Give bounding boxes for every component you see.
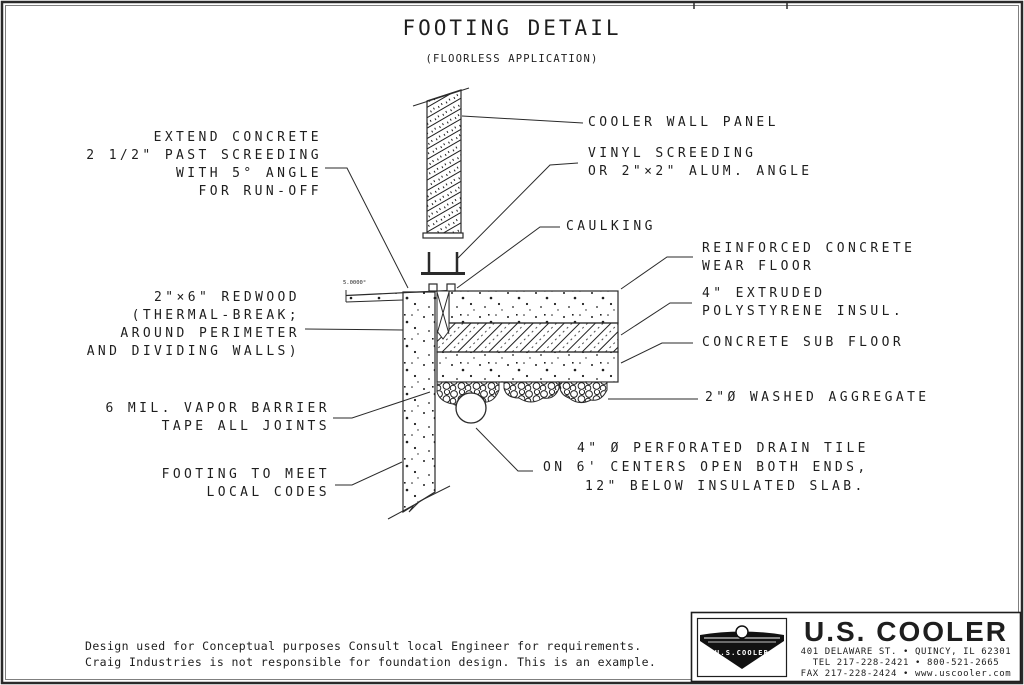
leader-wear-floor bbox=[620, 256, 693, 290]
callout-redwood: 2"×6" REDWOOD (THERMAL-BREAK; AROUND PER… bbox=[87, 289, 300, 361]
sub-floor-layer bbox=[436, 351, 619, 383]
callout-line: 2"×6" REDWOOD bbox=[154, 290, 300, 305]
caulk-bead-left bbox=[428, 283, 438, 292]
leader-caulking bbox=[456, 226, 560, 289]
logo-wordmark: U.S.COOLER bbox=[715, 649, 769, 657]
callout-line: EXTEND CONCRETE bbox=[153, 130, 322, 145]
callout-line: (THERMAL-BREAK; bbox=[131, 308, 300, 323]
leader-redwood bbox=[304, 328, 404, 331]
aggregate-blob bbox=[559, 381, 608, 404]
callout-vapor-barrier: 6 MIL. VAPOR BARRIER TAPE ALL JOINTS bbox=[105, 400, 330, 436]
redwood-cross-2 bbox=[436, 291, 450, 335]
company-fax: FAX 217-228-2424 • www.uscooler.com bbox=[800, 669, 1012, 679]
callout-aggregate: 2"Ø WASHED AGGREGATE bbox=[705, 389, 930, 407]
leader-footing-codes bbox=[335, 461, 403, 486]
wear-floor-layer bbox=[448, 290, 619, 324]
footing-wall bbox=[402, 291, 436, 514]
title-block: U.S.COOLER bbox=[690, 611, 1022, 683]
callout-line: OR 2"×2" ALUM. ANGLE bbox=[588, 164, 813, 179]
runoff-bottom-edge bbox=[345, 299, 404, 303]
leader-extend-concrete bbox=[325, 167, 409, 289]
panel-base-plate bbox=[422, 232, 464, 239]
callout-line: 4" EXTRUDED bbox=[702, 286, 826, 301]
callout-line: WITH 5° ANGLE bbox=[176, 166, 322, 181]
leader-wall-panel bbox=[461, 115, 584, 124]
sheet-border-inner bbox=[5, 5, 1019, 680]
leader-vinyl-screeding bbox=[457, 162, 579, 259]
callout-line: FOR RUN-OFF bbox=[198, 184, 322, 199]
company-phone: TEL 217-228-2421 • 800-521-2665 bbox=[812, 658, 1000, 668]
callout-vinyl-screeding: VINYL SCREEDING OR 2"×2" ALUM. ANGLE bbox=[588, 145, 813, 181]
aggregate-blob bbox=[503, 381, 560, 403]
disclaimer-line: Design used for Conceptual purposes Cons… bbox=[85, 639, 642, 653]
callout-line: FOOTING TO MEET bbox=[161, 467, 330, 482]
uscooler-wing-logo bbox=[700, 631, 784, 669]
callout-line: 6 MIL. VAPOR BARRIER bbox=[105, 401, 330, 416]
slope-dimension-note: 5.0000° bbox=[343, 280, 367, 286]
callout-drain-tile-line2: ON 6' CENTERS OPEN BOTH ENDS, bbox=[543, 460, 869, 475]
drain-tile-circle bbox=[455, 392, 487, 424]
detail-geometry bbox=[345, 87, 619, 520]
callout-line: CONCRETE SUB FLOOR bbox=[702, 335, 905, 350]
disclaimer: Design used for Conceptual purposes Cons… bbox=[85, 638, 656, 670]
callout-line: AND DIVIDING WALLS) bbox=[86, 344, 300, 359]
leader-drain-tile bbox=[475, 427, 533, 472]
company-name: U.S. COOLER bbox=[803, 616, 1008, 647]
disclaimer-line: Craig Industries is not responsible for … bbox=[85, 655, 657, 669]
callout-line: 2 1/2" PAST SCREEDING bbox=[86, 148, 322, 163]
callout-sub-floor: CONCRETE SUB FLOOR bbox=[702, 334, 904, 352]
footing-break-line bbox=[387, 485, 451, 520]
wall-panel-shape bbox=[426, 89, 462, 234]
callout-drain-tile-line1: 4" Ø PERFORATED DRAIN TILE bbox=[577, 441, 869, 456]
callout-extend-concrete: EXTEND CONCRETE 2 1/2" PAST SCREEDING WI… bbox=[86, 129, 322, 201]
leader-lines bbox=[304, 115, 698, 486]
callout-polystyrene: 4" EXTRUDED POLYSTYRENE INSUL. bbox=[702, 285, 904, 321]
callout-cooler-wall-panel: COOLER WALL PANEL bbox=[588, 114, 779, 132]
panel-break-line bbox=[412, 87, 470, 107]
callout-caulking: CAULKING bbox=[566, 218, 656, 236]
callout-line: CAULKING bbox=[566, 219, 656, 234]
runoff-wedge bbox=[346, 291, 449, 302]
leader-sub-floor bbox=[620, 342, 693, 364]
callout-line: 2"Ø WASHED AGGREGATE bbox=[705, 390, 930, 405]
drawing-title: FOOTING DETAIL bbox=[402, 16, 622, 40]
insulation-layer bbox=[436, 322, 619, 353]
callout-line: VINYL SCREEDING bbox=[588, 146, 757, 161]
leader-vapor-barrier bbox=[333, 391, 431, 419]
callout-line: COOLER WALL PANEL bbox=[588, 115, 779, 130]
callout-drain-tile-line3: 12" BELOW INSULATED SLAB. bbox=[585, 479, 866, 494]
callout-line: AROUND PERIMETER bbox=[120, 326, 300, 341]
logo-ring bbox=[735, 625, 749, 639]
callout-line: LOCAL CODES bbox=[206, 485, 330, 500]
callout-line: REINFORCED CONCRETE bbox=[702, 241, 916, 256]
leader-polystyrene bbox=[620, 302, 692, 336]
drawing-subtitle: (FLOORLESS APPLICATION) bbox=[425, 53, 599, 65]
callout-line: POLYSTYRENE INSUL. bbox=[702, 304, 905, 319]
callout-line: WEAR FLOOR bbox=[702, 259, 815, 274]
callout-wear-floor: REINFORCED CONCRETE WEAR FLOOR bbox=[702, 240, 915, 276]
company-address: 401 DELAWARE ST. • QUINCY, IL 62301 bbox=[800, 647, 1012, 657]
callout-line: TAPE ALL JOINTS bbox=[161, 419, 330, 434]
caulk-bead-right bbox=[446, 283, 456, 292]
callout-footing-codes: FOOTING TO MEET LOCAL CODES bbox=[162, 466, 330, 502]
